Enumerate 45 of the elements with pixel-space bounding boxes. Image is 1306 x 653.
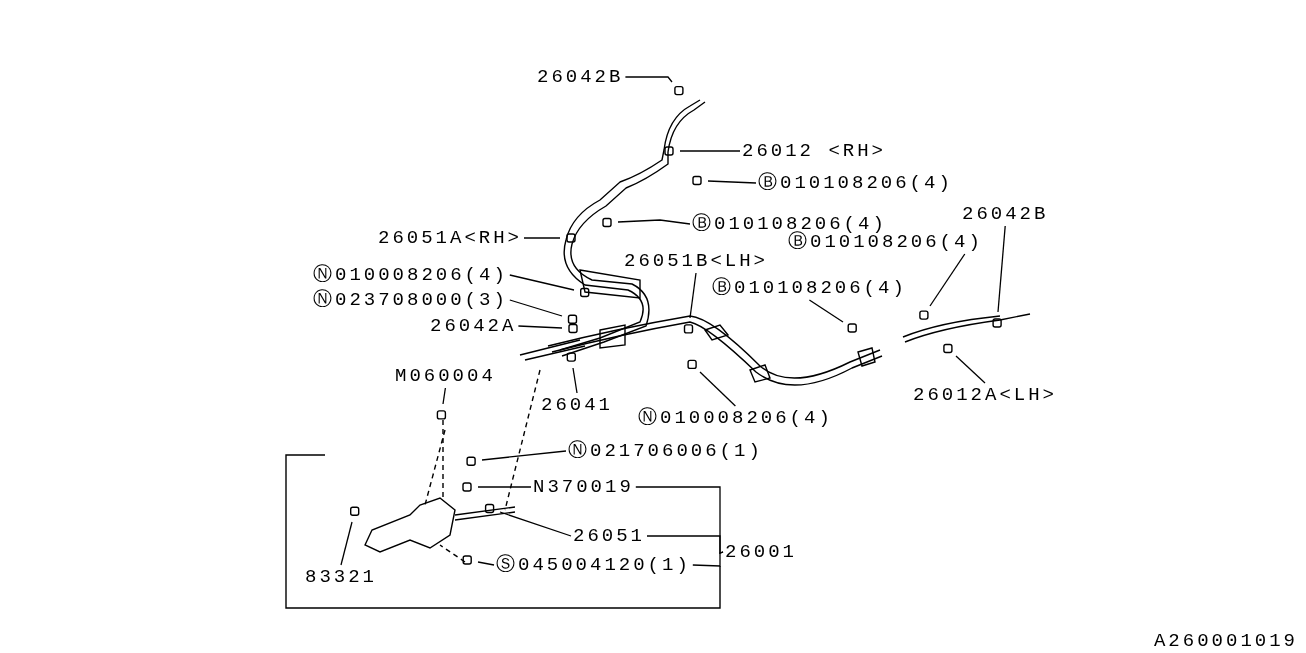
leader-line	[481, 450, 567, 461]
part-number: Ⓝ010008206(4)	[313, 264, 508, 286]
leader-line	[808, 299, 844, 323]
leader-line	[689, 272, 697, 319]
leader-line	[509, 299, 563, 317]
leader-line	[442, 387, 447, 405]
leader-line	[699, 371, 737, 407]
leader-line	[477, 561, 495, 566]
drawing-number: A260001019	[1153, 630, 1298, 652]
part-number: 26042A	[430, 315, 517, 337]
part-number: 26042B	[537, 66, 624, 88]
part-number: 83321	[305, 566, 377, 588]
part-number: Ⓝ023708000(3)	[313, 289, 508, 311]
leader-line	[707, 180, 757, 184]
leader-line	[499, 511, 572, 537]
part-number: 26051B<LH>	[624, 250, 769, 272]
part-number: 26012A<LH>	[913, 384, 1058, 406]
part-number: 26041	[541, 394, 613, 416]
leader-line	[692, 551, 724, 567]
leader-line	[679, 150, 741, 152]
leader-line	[646, 535, 724, 554]
part-number: 26042B	[962, 203, 1049, 225]
part-number: 26051	[573, 525, 645, 547]
leader-line	[617, 219, 691, 225]
part-number: 26001	[725, 541, 797, 563]
part-number: Ⓑ010108206(4)	[712, 277, 907, 299]
part-number: Ⓝ021706006(1)	[568, 440, 763, 462]
part-number: M060004	[395, 365, 496, 387]
leader-line	[340, 521, 353, 566]
part-number: 26012 <RH>	[742, 140, 887, 162]
leader-line	[509, 274, 575, 291]
leader-line	[517, 325, 563, 329]
leader-line	[997, 225, 1006, 313]
leader-line	[929, 253, 966, 307]
part-number: Ⓝ010008206(4)	[638, 407, 833, 429]
leader-line	[523, 237, 561, 239]
part-number: N370019	[533, 476, 634, 498]
leader-line	[477, 486, 532, 488]
part-number: Ⓑ010108206(4)	[758, 172, 953, 194]
leader-line	[955, 355, 986, 384]
part-number: Ⓢ045004120(1)	[496, 554, 691, 576]
part-number: 26051A<RH>	[378, 227, 523, 249]
leader-line	[572, 367, 578, 394]
leader-line	[624, 76, 673, 83]
part-number: Ⓑ010108206(4)	[788, 231, 983, 253]
